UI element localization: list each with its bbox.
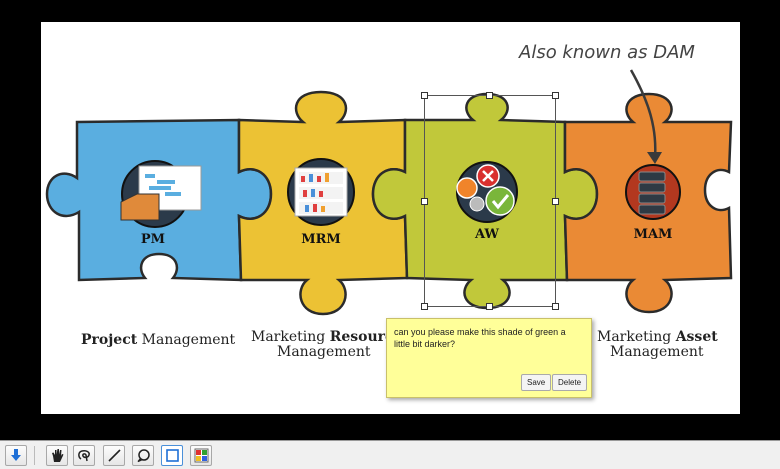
resize-handle-e[interactable] <box>552 198 559 205</box>
resize-handle-n[interactable] <box>486 92 493 99</box>
slide-canvas: PM MRM <box>41 22 740 414</box>
resize-handle-s[interactable] <box>486 303 493 310</box>
line-tool-button[interactable] <box>103 445 125 466</box>
resize-handle-ne[interactable] <box>552 92 559 99</box>
line-icon <box>108 449 121 462</box>
approval-icon <box>456 161 518 223</box>
caption-mrm-line2: Management <box>277 344 371 360</box>
comment-text[interactable]: can you please make this shade of green … <box>394 327 566 349</box>
lasso-tool-button[interactable] <box>73 445 95 466</box>
delete-button[interactable]: Delete <box>552 374 588 391</box>
calendar-icon <box>120 160 202 228</box>
piece-label-mam: MAM <box>634 227 673 242</box>
annotation-arrow <box>629 69 657 159</box>
save-button[interactable]: Save <box>521 374 552 391</box>
server-icon <box>625 164 681 220</box>
download-icon <box>11 449 21 461</box>
rectangle-tool-button[interactable] <box>161 445 183 466</box>
resize-handle-nw[interactable] <box>421 92 428 99</box>
puzzle-graphic: PM MRM <box>45 69 733 316</box>
color-palette-icon <box>194 448 209 463</box>
comment-note: can you please make this shade of green … <box>386 318 592 398</box>
piece-label-pm: PM <box>141 232 165 247</box>
lasso-icon <box>78 450 90 462</box>
toolbar-divider <box>34 446 35 465</box>
selection-box[interactable] <box>421 92 559 310</box>
resize-handle-sw[interactable] <box>421 303 428 310</box>
caption-mrm: Marketing Resourc <box>251 329 394 345</box>
hand-tool-button[interactable] <box>46 445 68 466</box>
caption-mam: Marketing Asset <box>597 329 718 345</box>
annotation-toolbar <box>0 440 780 469</box>
download-button[interactable] <box>5 445 27 466</box>
resize-handle-se[interactable] <box>552 303 559 310</box>
resize-handle-w[interactable] <box>421 198 428 205</box>
hand-icon <box>52 449 64 462</box>
color-tool-button[interactable] <box>190 445 212 466</box>
comment-tool-button[interactable] <box>132 445 154 466</box>
rectangle-icon <box>166 449 179 462</box>
document-viewer: PM MRM <box>41 22 740 414</box>
speech-bubble-icon <box>137 449 150 463</box>
piece-label-mrm: MRM <box>301 232 341 247</box>
report-icon <box>287 158 355 226</box>
caption-mam-line2: Management <box>610 344 704 360</box>
caption-pm: Project Management <box>81 332 236 348</box>
dam-annotation: Also known as DAM <box>519 42 695 63</box>
piece-label-aw: AW <box>474 227 499 242</box>
